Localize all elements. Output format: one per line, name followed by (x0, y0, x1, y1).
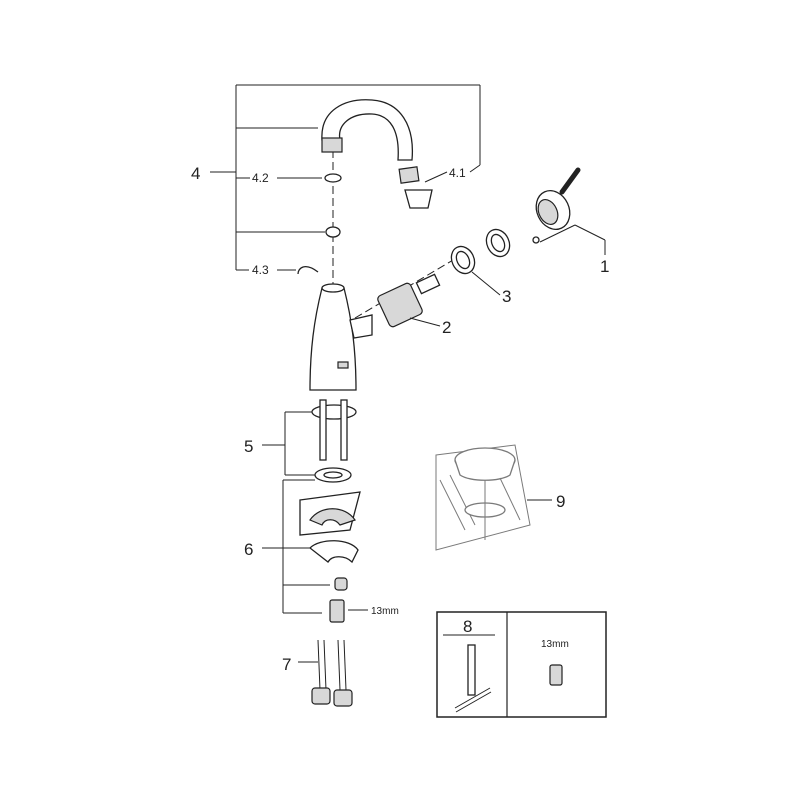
drain-9 (435, 444, 531, 551)
spout (321, 99, 433, 209)
mixer-body (309, 287, 357, 391)
label-13mm-socket: 13mm (541, 639, 569, 650)
cartridge-2 (377, 273, 441, 328)
label-8: 8 (463, 617, 472, 636)
tool-box (436, 611, 607, 718)
label-13mm-nut: 13mm (371, 606, 399, 617)
clip-4-3 (297, 266, 319, 275)
mounting-set (299, 491, 361, 623)
label-6: 6 (244, 540, 253, 559)
label-2: 2 (442, 318, 451, 337)
clip-4 (325, 226, 341, 238)
label-4-3: 4.3 (252, 263, 269, 277)
label-4-1: 4.1 (449, 166, 466, 180)
label-9: 9 (556, 492, 565, 511)
label-4-2: 4.2 (252, 171, 269, 185)
label-1: 1 (600, 257, 609, 276)
hoses-7 (311, 639, 353, 707)
o-ring-4-2 (324, 173, 342, 183)
studs-and-washer (311, 399, 357, 483)
label-7: 7 (282, 655, 291, 674)
handle-1 (532, 167, 606, 255)
bracket-4 (210, 84, 481, 271)
label-5: 5 (244, 437, 253, 456)
label-4: 4 (191, 164, 200, 183)
label-3: 3 (502, 287, 511, 306)
